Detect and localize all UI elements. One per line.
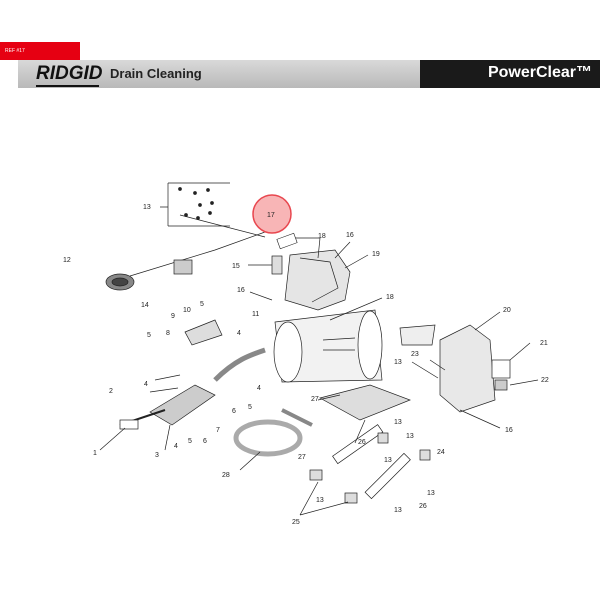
highlight-ring: [252, 194, 292, 234]
part-22: [494, 379, 508, 391]
callout-c20[interactable]: 20: [503, 307, 511, 314]
callout-c24[interactable]: 24: [437, 449, 445, 456]
callout-c19[interactable]: 19: [372, 251, 380, 258]
callout-c3[interactable]: 3: [155, 452, 159, 459]
callout-c13f[interactable]: 13: [316, 497, 324, 504]
callout-c5b[interactable]: 5: [147, 332, 151, 339]
callout-c5a[interactable]: 5: [200, 301, 204, 308]
callout-c27a[interactable]: 27: [311, 396, 319, 403]
leg-26a: [332, 424, 384, 465]
callout-c4b[interactable]: 4: [144, 381, 148, 388]
part-1: [119, 419, 139, 430]
callout-c4a[interactable]: 4: [237, 330, 241, 337]
product-bar: PowerClear™: [420, 60, 600, 88]
cone-part: [399, 324, 436, 346]
callout-c5c[interactable]: 5: [248, 404, 252, 411]
callout-c13e[interactable]: 13: [384, 457, 392, 464]
drive-assembly: [149, 384, 216, 426]
callout-c13g[interactable]: 13: [427, 490, 435, 497]
callout-c14[interactable]: 14: [141, 302, 149, 309]
callout-c13c[interactable]: 13: [394, 419, 402, 426]
callout-c25[interactable]: 25: [292, 519, 300, 526]
callout-c6a[interactable]: 6: [232, 408, 236, 415]
base-plate: [319, 384, 411, 421]
part-21: [491, 359, 511, 379]
callout-c13d[interactable]: 13: [406, 433, 414, 440]
callout-c16b[interactable]: 16: [237, 287, 245, 294]
header-bar: [18, 60, 420, 88]
callout-c7[interactable]: 7: [216, 427, 220, 434]
callout-c21[interactable]: 21: [540, 340, 548, 347]
callout-c26a[interactable]: 26: [358, 439, 366, 446]
ref-badge: REF #17: [0, 42, 80, 60]
kit-bracket: [160, 182, 230, 227]
hose-11: [213, 347, 266, 382]
callout-c23[interactable]: 23: [411, 351, 419, 358]
callout-c18a[interactable]: 18: [318, 233, 326, 240]
bracket-10: [184, 319, 223, 346]
callout-c26b[interactable]: 26: [419, 503, 427, 510]
foot-25a: [309, 469, 323, 481]
callout-c28[interactable]: 28: [222, 472, 230, 479]
spring-15: [271, 255, 283, 275]
callout-c6b[interactable]: 6: [203, 438, 207, 445]
callout-c27b[interactable]: 27: [298, 454, 306, 461]
callout-c13a[interactable]: 13: [143, 204, 151, 211]
callout-c10[interactable]: 10: [183, 307, 191, 314]
hose-28: [233, 419, 303, 457]
product-title: PowerClear™: [487, 64, 592, 81]
screws-kit: [178, 187, 214, 220]
callout-c4d[interactable]: 4: [174, 443, 178, 450]
callout-c12[interactable]: 12: [63, 257, 71, 264]
brand-logo: RIDGID: [36, 63, 103, 84]
category-title: Drain Cleaning: [110, 66, 202, 81]
callout-c16a[interactable]: 16: [346, 232, 354, 239]
callout-c1[interactable]: 1: [93, 450, 97, 457]
callout-c18b[interactable]: 18: [386, 294, 394, 301]
callout-c16c[interactable]: 16: [505, 427, 513, 434]
cable-line: [129, 227, 276, 277]
callout-c22[interactable]: 22: [541, 377, 549, 384]
brand-underline: [36, 85, 99, 87]
callout-c2[interactable]: 2: [109, 388, 113, 395]
callout-c15[interactable]: 15: [232, 263, 240, 270]
motor-housing: [284, 249, 351, 311]
part-17-label-plate[interactable]: [276, 232, 298, 250]
foot-25b: [344, 492, 358, 504]
callout-c4c[interactable]: 4: [257, 385, 261, 392]
part-14: [173, 259, 193, 275]
callout-c8[interactable]: 8: [166, 330, 170, 337]
right-cover: [439, 324, 496, 413]
callout-c9[interactable]: 9: [171, 313, 175, 320]
callout-c11[interactable]: 11: [252, 311, 259, 318]
callout-c13b[interactable]: 13: [394, 359, 402, 366]
callout-c5d[interactable]: 5: [188, 438, 192, 445]
callout-c13h[interactable]: 13: [394, 507, 402, 514]
leg-26b: [364, 452, 411, 500]
callout-c17[interactable]: 17: [267, 212, 275, 219]
